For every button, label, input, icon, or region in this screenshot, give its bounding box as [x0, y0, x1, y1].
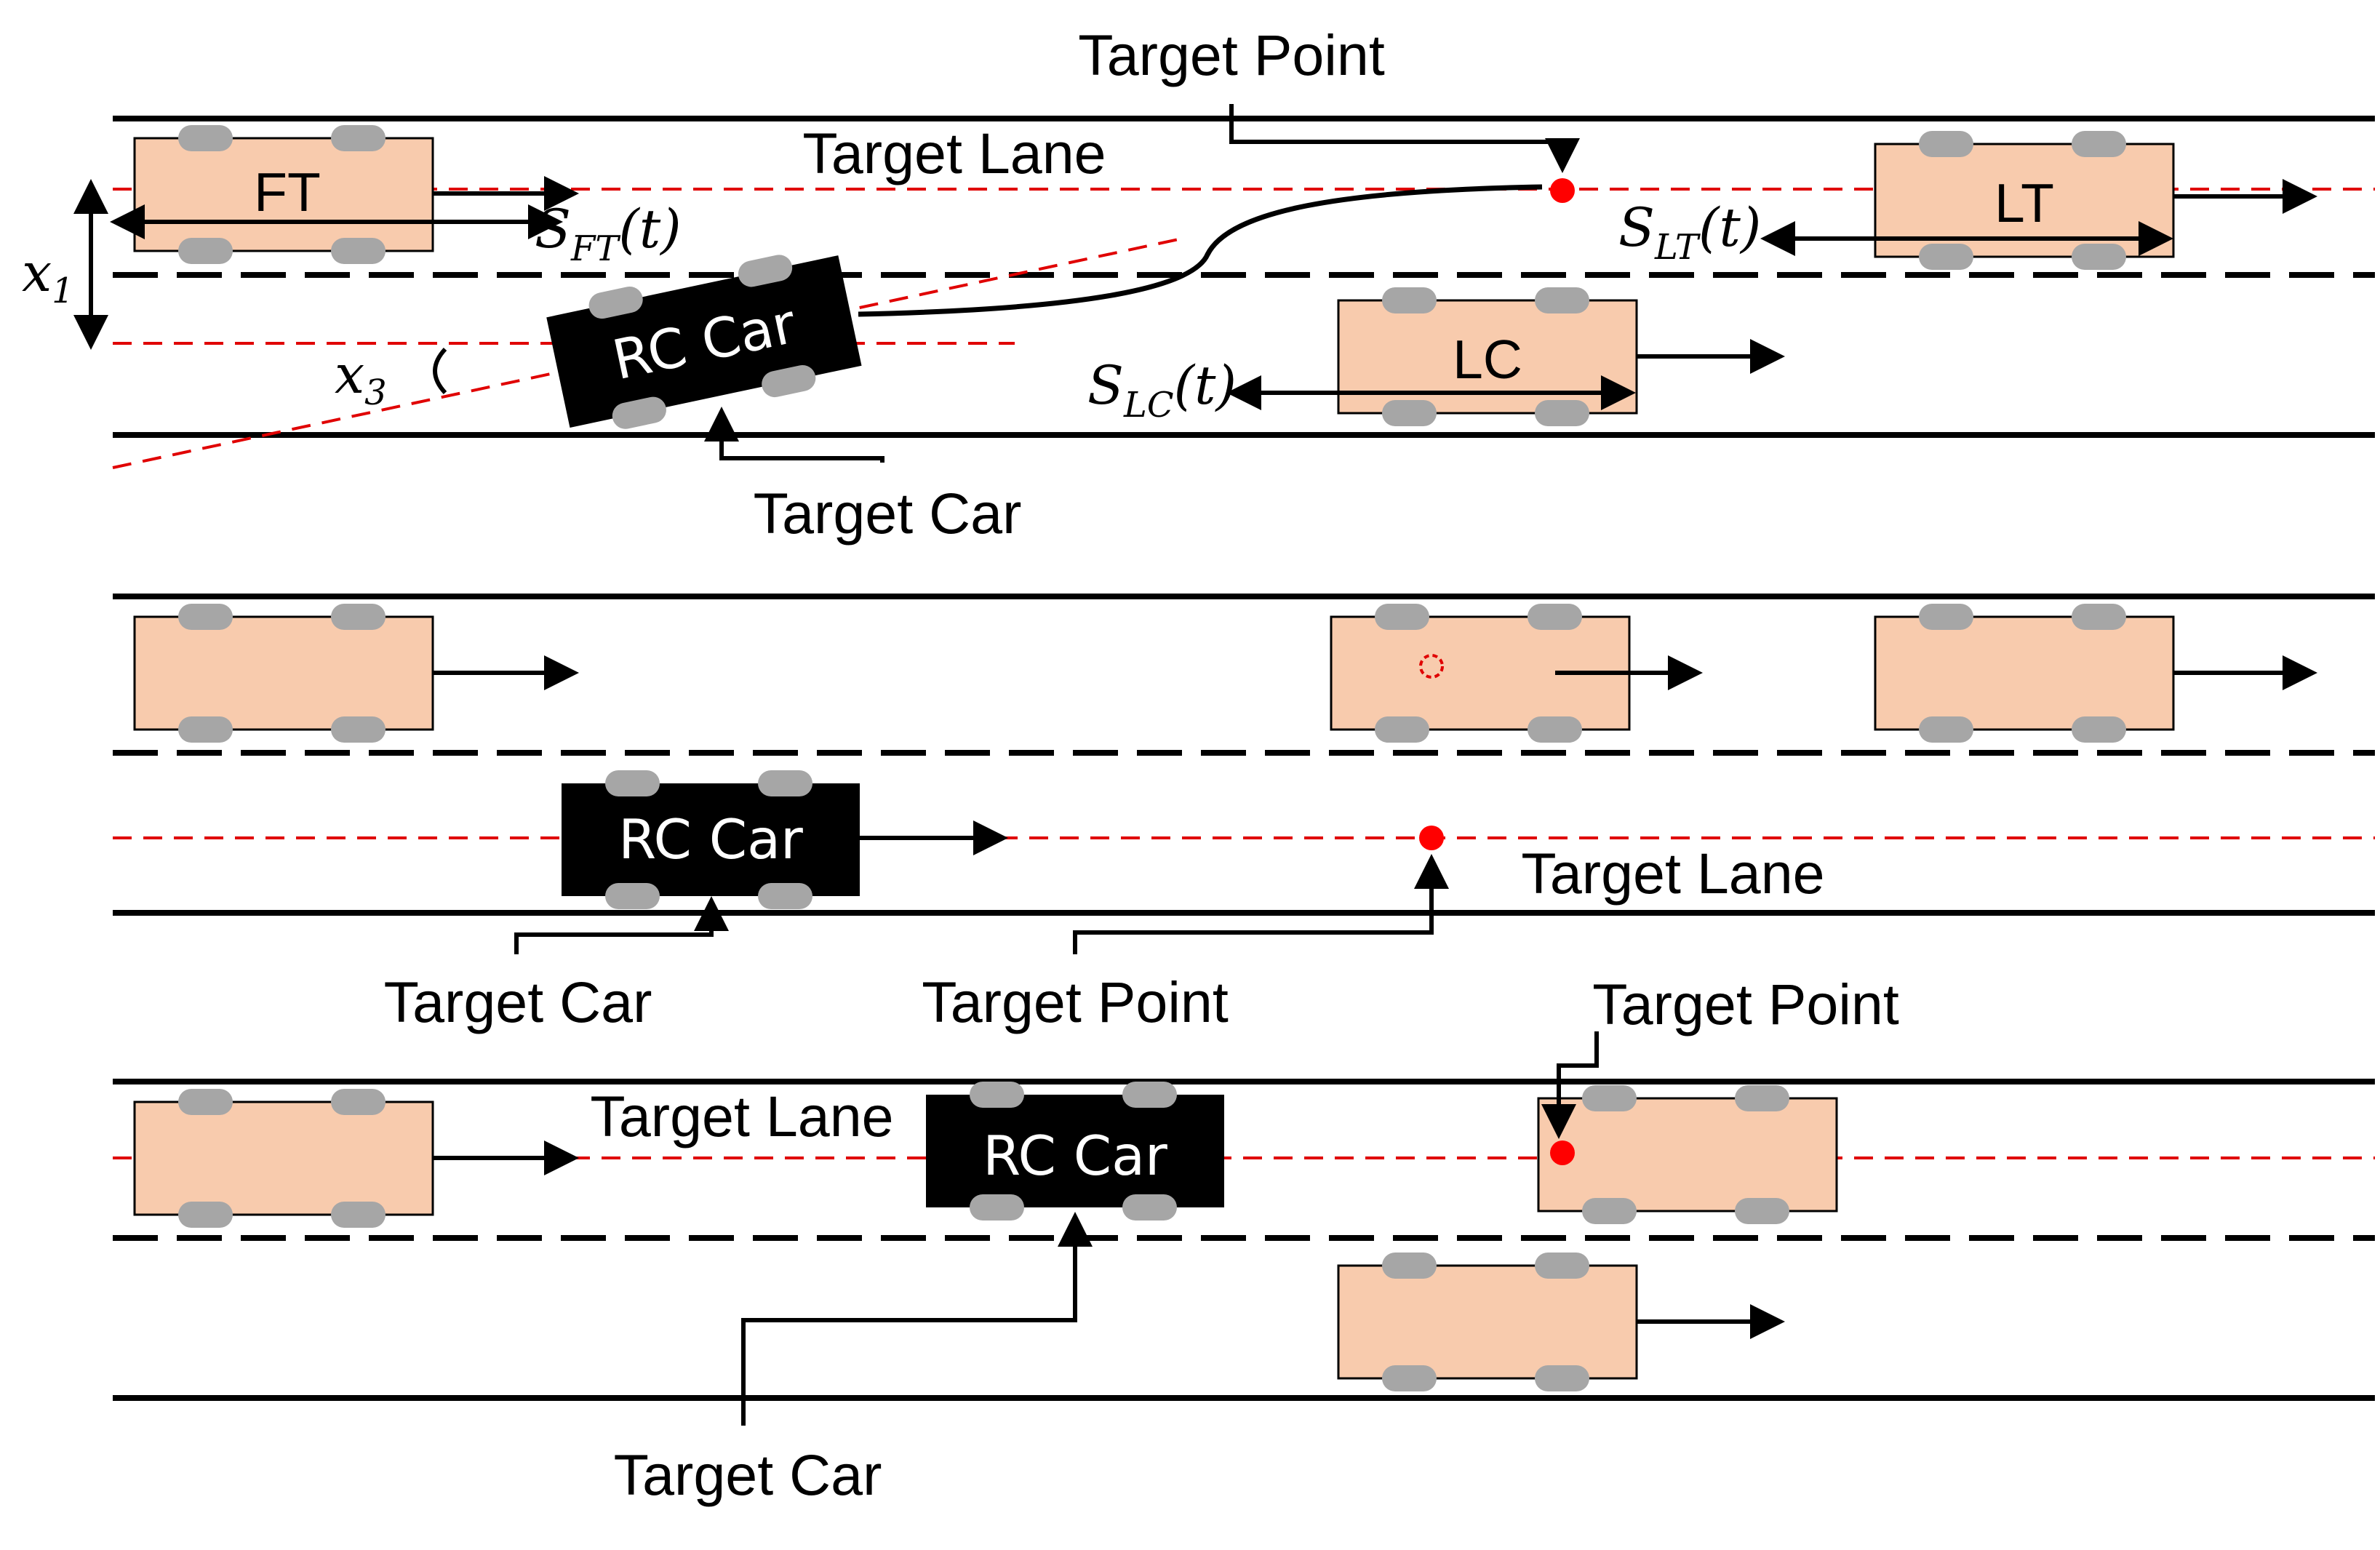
- x3-label: x3: [335, 344, 387, 413]
- target-point-label: Target Point: [1078, 23, 1385, 87]
- rc-car-label: RC Car: [618, 807, 803, 871]
- target-lane-label: Target Lane: [590, 1084, 893, 1148]
- target-point-pointer: [1073, 854, 1449, 954]
- follower-car: [133, 602, 579, 744]
- target-car-label: Target Car: [754, 481, 1022, 546]
- target-point-pointer: [1541, 1031, 1599, 1139]
- road-lines: [113, 116, 2375, 438]
- target-point-pointer: [1229, 104, 1580, 173]
- lane-reference-lines: [112, 188, 2375, 469]
- leader-car: [1874, 602, 2317, 744]
- lane-change-trajectory: [858, 184, 1543, 317]
- target-lane-label: Target Lane: [802, 121, 1106, 185]
- target-point-marker: [1419, 826, 1444, 850]
- lc-car: LC: [1226, 286, 1785, 428]
- s-lc-label: SLC(t): [1087, 355, 1237, 426]
- follower-car: [133, 1087, 579, 1229]
- panel-3: RC Car Target Point Target Lane Target C…: [113, 972, 2375, 1507]
- rc-car-target: RC Car: [543, 242, 865, 441]
- lt-label: LT: [1994, 172, 2054, 233]
- ghost-point-marker: [1419, 654, 1444, 679]
- s-lt-label: SLT(t): [1618, 197, 1761, 268]
- target-point-marker: [1550, 1140, 1575, 1165]
- target-car-pointer: [741, 1212, 1093, 1426]
- target-point-label: Target Point: [1592, 972, 1899, 1036]
- lc-label: LC: [1453, 329, 1522, 390]
- target-car-pointer: [514, 896, 729, 954]
- panel-2: RC Car Target Point Target Lane Target C…: [113, 594, 2375, 1034]
- ft-car: FT: [110, 124, 579, 265]
- rc-car-target: RC Car: [562, 770, 1008, 909]
- x1-label: x1: [22, 242, 74, 311]
- middle-car: [1330, 602, 1703, 744]
- leader-car: [1537, 1084, 1838, 1226]
- panel-1: FT SFT(t) LT SLT(t) LC SLC(t) RC Car: [22, 23, 2375, 546]
- x3-angle-arc: [433, 347, 447, 395]
- target-car-pointer: [704, 407, 884, 463]
- target-car-label: Target Car: [384, 970, 652, 1034]
- lt-car: LT: [1760, 129, 2317, 271]
- adjacent-lane-car: [1337, 1251, 1785, 1393]
- s-ft-label: SFT(t): [535, 199, 682, 269]
- ft-label: FT: [254, 161, 321, 223]
- target-point-marker: [1550, 178, 1575, 203]
- target-lane-label: Target Lane: [1521, 841, 1824, 906]
- rc-car-target: RC Car: [926, 1082, 1224, 1221]
- rc-car-label: RC Car: [983, 1124, 1167, 1188]
- target-car-label: Target Car: [614, 1442, 882, 1507]
- target-point-label: Target Point: [922, 970, 1229, 1034]
